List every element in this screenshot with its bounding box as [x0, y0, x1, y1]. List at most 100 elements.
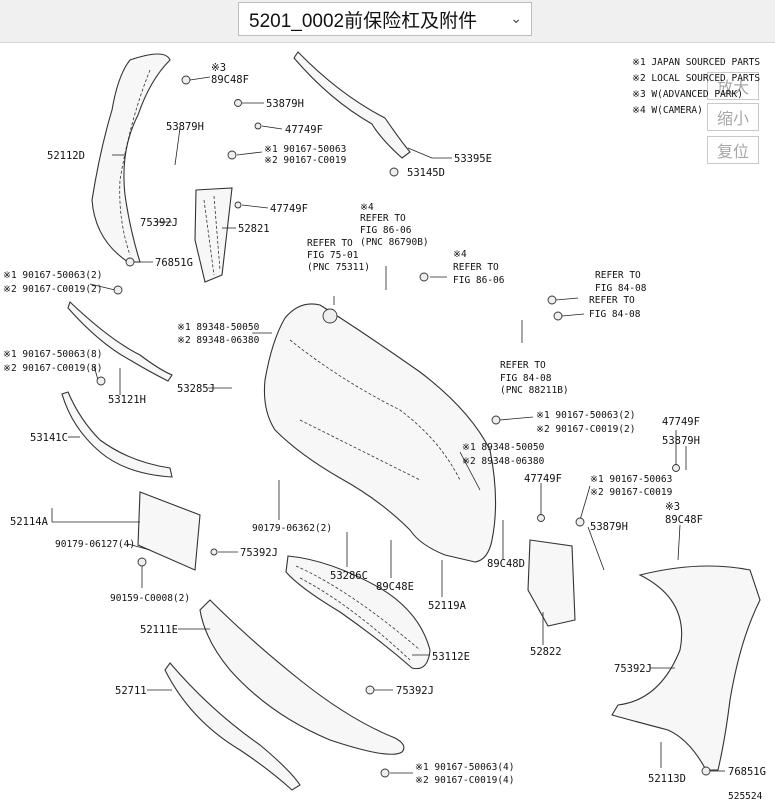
- chevron-down-icon: ⌄: [510, 10, 522, 26]
- ref-line: ※4: [453, 249, 467, 260]
- reference-callouts: REFER TO FIG 75-01 (PNC 75311) ※4 REFER …: [307, 202, 647, 396]
- part-label: ※2 90167-C0019(2): [3, 284, 102, 295]
- ref-line: FIG 84-08: [500, 373, 552, 384]
- part-label: 75392J: [614, 663, 652, 675]
- part-label: 52111E: [140, 624, 178, 636]
- part-label: 53141C: [30, 432, 68, 444]
- part-label: 53112E: [432, 651, 470, 663]
- lower-rail-53121H: [67, 301, 173, 382]
- part-label: 52711: [115, 685, 147, 697]
- part-label: ※1 90167-50063: [590, 474, 672, 485]
- ref-line: REFER TO: [360, 213, 406, 224]
- legend-item: ※2 LOCAL SOURCED PARTS: [632, 73, 760, 84]
- part-label: 47749F: [285, 124, 323, 136]
- side-extension-right: [611, 565, 761, 771]
- part-label: 52114A: [10, 516, 49, 528]
- part-label: 53286C: [330, 570, 368, 582]
- part-label: ※3: [665, 501, 680, 513]
- part-label: 90159-C0008(2): [110, 593, 190, 604]
- lower-bumper: [199, 599, 405, 755]
- part-label: 52821: [238, 223, 270, 235]
- ref-line: REFER TO: [453, 262, 499, 273]
- ref-line: (PNC 75311): [307, 262, 370, 273]
- part-label: ※1 89348-50050: [462, 442, 545, 453]
- part-label: ※1 90167-50063(4): [415, 762, 514, 773]
- ref-line: ※4: [360, 202, 374, 213]
- ref-line: REFER TO: [595, 270, 641, 281]
- part-label: ※2 90167-C0019: [264, 155, 347, 166]
- license-bracket: [137, 491, 201, 571]
- ref-line: FIG 75-01: [307, 250, 359, 261]
- reset-zoom-button[interactable]: 复位: [707, 136, 759, 164]
- parts-diagram: ※3 89C48F 53879H 53879H 47749F 52112D ※1…: [3, 51, 766, 802]
- ref-line: FIG 84-08: [589, 309, 641, 320]
- legend-item: ※4 W(CAMERA): [632, 105, 703, 116]
- fastener-icons: [96, 75, 711, 778]
- part-label: 76851G: [155, 257, 193, 269]
- legend: ※1 JAPAN SOURCED PARTS ※2 LOCAL SOURCED …: [632, 57, 760, 116]
- ref-line: REFER TO: [500, 360, 546, 371]
- part-label: 53145D: [407, 167, 445, 179]
- spoiler-52711: [164, 662, 301, 791]
- grille: [285, 555, 431, 670]
- part-label: ※1 90167-50063(2): [536, 410, 635, 421]
- part-label: 53879H: [662, 435, 700, 447]
- part-label: ※2 90167-C0019(2): [536, 424, 635, 435]
- part-label: 76851G: [728, 766, 766, 778]
- ref-line: (PNC 86790B): [360, 237, 429, 248]
- legend-item: ※3 W(ADVANCED PARK): [632, 89, 743, 100]
- part-label: 53285J: [177, 383, 215, 395]
- ref-line: (PNC 88211B): [500, 385, 569, 396]
- part-label: 52822: [530, 646, 562, 658]
- part-label: ※1 89348-50050: [177, 322, 260, 333]
- part-label: 75392J: [240, 547, 278, 559]
- part-label: 89C48D: [487, 558, 525, 570]
- side-extension-left: [91, 53, 171, 263]
- part-label: 52119A: [428, 600, 467, 612]
- part-label: 47749F: [270, 203, 308, 215]
- part-label: 90179-06127(4): [55, 539, 135, 550]
- part-label: ※2 89348-06380: [177, 335, 260, 346]
- part-label: 89C48E: [376, 581, 414, 593]
- part-label: ※3: [211, 62, 226, 74]
- leader-lines: [51, 76, 725, 774]
- part-label: 75392J: [140, 217, 178, 229]
- part-label: 53121H: [108, 394, 146, 406]
- part-label: ※2 89348-06380: [462, 456, 545, 467]
- part-label: 75392J: [396, 685, 434, 697]
- part-label: 90179-06362(2): [252, 523, 332, 534]
- zoom-out-button[interactable]: 缩小: [707, 103, 759, 131]
- part-label: 53879H: [166, 121, 204, 133]
- bracket-52822: [527, 539, 576, 627]
- figure-number: 525524: [728, 791, 763, 802]
- part-label: 47749F: [524, 473, 562, 485]
- part-drawings: [61, 51, 761, 791]
- part-label: ※2 90167-C0019(8): [3, 363, 102, 374]
- part-label: ※1 90167-50063: [264, 144, 346, 155]
- page-toolbar: 5201_0002前保险杠及附件 ⌄: [0, 0, 775, 43]
- part-label: 53879H: [590, 521, 628, 533]
- ref-line: REFER TO: [589, 295, 635, 306]
- part-labels: ※3 89C48F 53879H 53879H 47749F 52112D ※1…: [3, 62, 766, 802]
- part-label: ※1 90167-50063(8): [3, 349, 102, 360]
- legend-item: ※1 JAPAN SOURCED PARTS: [632, 57, 760, 68]
- zoom-in-button[interactable]: 放大: [707, 72, 759, 100]
- part-label: ※2 90167-C0019(4): [415, 775, 514, 786]
- part-label: 52113D: [648, 773, 686, 785]
- part-label: 52112D: [47, 150, 85, 162]
- upper-molding: [293, 51, 411, 159]
- diagram-page-select[interactable]: 5201_0002前保险杠及附件 ⌄: [238, 2, 532, 36]
- bracket-52821: [194, 187, 233, 283]
- part-label: 47749F: [662, 416, 700, 428]
- part-label: 53879H: [266, 98, 304, 110]
- lower-trim-53141C: [61, 391, 173, 478]
- ref-line: FIG 84-08: [595, 283, 647, 294]
- ref-line: FIG 86-06: [360, 225, 412, 236]
- selected-page-label: 5201_0002前保险杠及附件: [249, 10, 478, 32]
- part-label: 89C48F: [665, 514, 703, 526]
- part-label: ※2 90167-C0019: [590, 487, 673, 498]
- bumper-cover: [263, 303, 497, 563]
- part-label: 53395E: [454, 153, 492, 165]
- ref-line: FIG 86-06: [453, 275, 505, 286]
- part-label: ※1 90167-50063(2): [3, 270, 102, 281]
